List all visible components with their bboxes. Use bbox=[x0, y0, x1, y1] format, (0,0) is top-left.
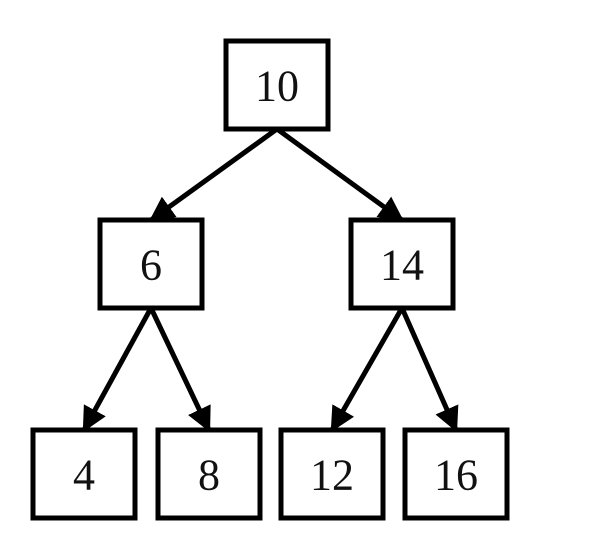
edge-arrow-n14-n16 bbox=[399, 306, 459, 433]
tree-node-right-right: 16 bbox=[402, 427, 510, 521]
tree-node-left-right: 8 bbox=[155, 427, 263, 521]
node-label: 6 bbox=[140, 241, 162, 290]
edge-arrow-n14-n12 bbox=[329, 306, 405, 433]
nodes-layer: 10 6 14 4 8 12 16 bbox=[30, 38, 510, 521]
edge-arrow-n6-n4 bbox=[81, 306, 154, 433]
tree-node-left-left: 4 bbox=[30, 427, 138, 521]
node-box bbox=[348, 217, 456, 311]
node-label: 12 bbox=[310, 451, 354, 500]
edge-arrow-n10-n14 bbox=[275, 126, 405, 223]
node-box bbox=[402, 427, 510, 521]
tree-node-root: 10 bbox=[223, 38, 331, 132]
edges-layer bbox=[81, 126, 459, 433]
node-box bbox=[223, 38, 331, 132]
node-box bbox=[155, 427, 263, 521]
tree-node-right: 14 bbox=[348, 217, 456, 311]
node-box bbox=[278, 427, 386, 521]
edge-arrow-n6-n8 bbox=[148, 306, 212, 433]
tree-node-left: 6 bbox=[97, 217, 205, 311]
node-label: 8 bbox=[198, 451, 220, 500]
tree-node-right-left: 12 bbox=[278, 427, 386, 521]
edge-arrow-n10-n6 bbox=[148, 126, 279, 223]
node-label: 14 bbox=[380, 241, 424, 290]
node-box bbox=[97, 217, 205, 311]
node-label: 10 bbox=[255, 62, 299, 111]
node-label: 16 bbox=[434, 451, 478, 500]
node-label: 4 bbox=[73, 451, 95, 500]
node-box bbox=[30, 427, 138, 521]
